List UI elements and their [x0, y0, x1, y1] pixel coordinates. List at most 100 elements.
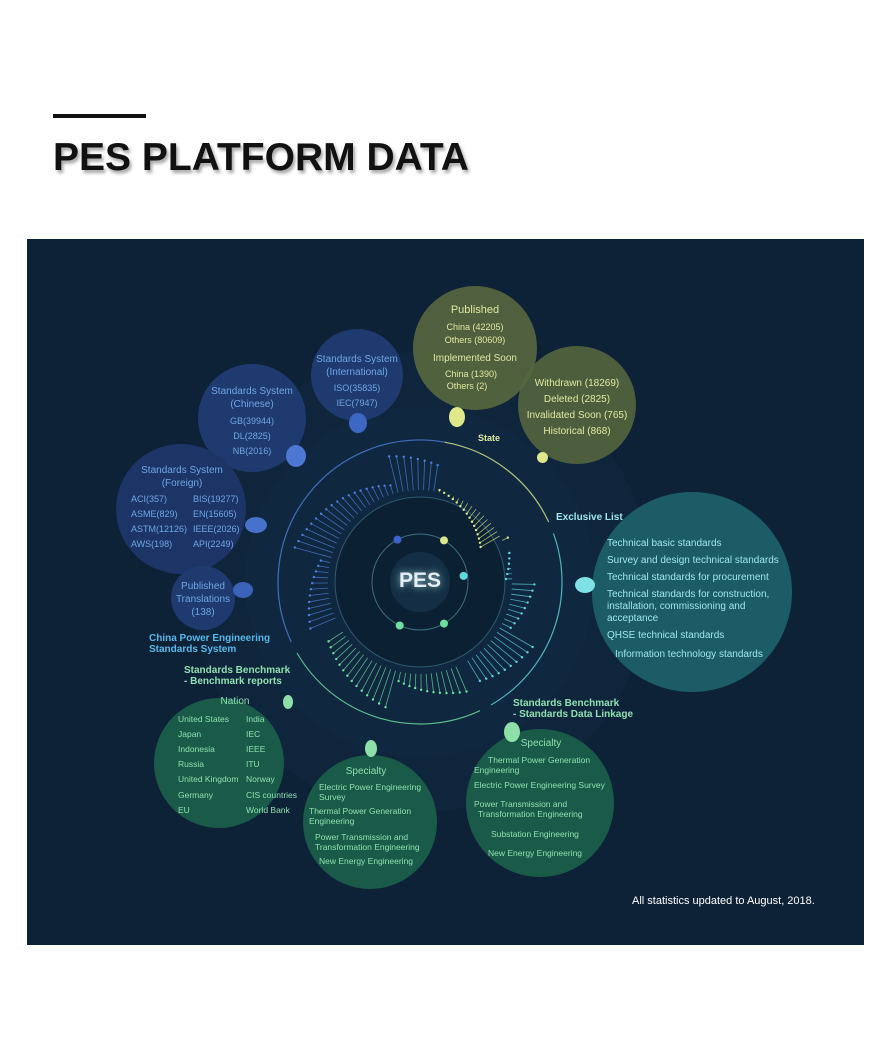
tick-line [378, 486, 384, 498]
tick-line [330, 636, 346, 648]
list-item: Thermal Power Generation [309, 806, 412, 816]
tick-line [378, 669, 392, 704]
list-item: Norway [246, 774, 275, 784]
nation-bubble [154, 698, 284, 828]
tick-line [366, 488, 375, 503]
tick-dot [293, 546, 297, 549]
tick-line [361, 662, 377, 691]
tick-line [356, 660, 373, 687]
page-title: PES PLATFORM DATA [53, 136, 469, 179]
intl-item: ISO(35835) [333, 383, 381, 393]
tick-line [409, 673, 412, 687]
tick-dot [472, 524, 476, 528]
tick-dot [308, 594, 312, 597]
tick-dot [438, 691, 442, 695]
nation-title: Nation [220, 696, 250, 707]
tick-dot [416, 457, 420, 461]
tick-line [384, 485, 389, 496]
tick-line [469, 508, 477, 518]
list-item: BIS(19277) [193, 494, 239, 504]
connector-dot [245, 517, 267, 533]
tick-dot [506, 536, 510, 539]
exclusive-bubble [592, 492, 792, 692]
tick-line [471, 512, 481, 523]
tick-line [311, 523, 340, 539]
tick-dot [455, 501, 458, 504]
list-item: Thermal Power Generation [488, 755, 591, 765]
tick-dot [359, 489, 362, 492]
tick-dot [307, 607, 311, 610]
state-item: Deleted (2825) [543, 394, 611, 405]
tick-line [487, 644, 511, 667]
title-rule [53, 114, 146, 118]
list-item: installation, commissioning and [607, 601, 746, 612]
tick-dot [432, 690, 435, 694]
tick-dot [397, 679, 400, 683]
tick-dot [419, 688, 423, 691]
list-item: Japan [178, 729, 202, 739]
tick-line [504, 618, 515, 624]
tick-dot [371, 486, 374, 489]
tick-dot [533, 583, 536, 586]
tick-dot [478, 541, 482, 544]
connector-dot [286, 445, 306, 467]
tick-line [475, 654, 493, 677]
linkage-label: - Standards Data Linkage [513, 709, 634, 720]
tick-line [310, 587, 329, 590]
tick-line [360, 490, 371, 506]
published-bubble [413, 286, 537, 410]
sector-arc [490, 533, 563, 706]
list-item: ITU [246, 759, 260, 769]
tick-line [450, 668, 461, 693]
tick-line [308, 602, 331, 609]
specialty-title: Specialty [345, 766, 387, 777]
implemented-title: Implemented Soon [433, 353, 517, 364]
tick-line [320, 560, 331, 563]
tick-dot [531, 589, 534, 592]
tick-line [477, 523, 492, 535]
exclusive-label: Exclusive List [556, 512, 623, 523]
tick-line [473, 515, 485, 527]
state-item: China (1390) [444, 369, 498, 379]
specialty-bubble-2 [466, 729, 614, 877]
tick-dot [520, 612, 523, 615]
translations-text: Published [181, 581, 225, 592]
tick-dot [504, 577, 508, 581]
center-label: PES [398, 569, 442, 592]
orbit-dot [440, 536, 448, 545]
list-item: IEEE(2026) [193, 524, 240, 534]
tick-dot [365, 487, 368, 491]
state-item: Withdrawn (18269) [534, 378, 620, 389]
tick-line [326, 508, 348, 526]
tick-line [331, 504, 351, 522]
tick-dot [462, 508, 465, 512]
list-item: ASTM(12126) [131, 524, 188, 534]
translations-bubble [171, 566, 235, 630]
tick-dot [503, 668, 506, 671]
orbit-dot [459, 571, 468, 580]
tick-line [493, 636, 523, 658]
connector-dot [349, 413, 367, 433]
tick-dot [507, 567, 510, 571]
tick-dot [377, 702, 381, 705]
list-item: Technical standards for procurement [607, 572, 769, 583]
tick-line [467, 660, 481, 682]
tick-line [490, 640, 517, 663]
list-item: Technical basic standards [607, 538, 722, 549]
published-title: Published [450, 304, 500, 316]
state-item: Historical (868) [543, 426, 611, 437]
tick-line [318, 565, 330, 569]
tick-line [509, 603, 525, 609]
tick-dot [526, 601, 529, 604]
tick-line [385, 670, 396, 708]
tick-line [372, 487, 380, 500]
tick-dot [353, 491, 356, 494]
list-item: QHSE technical standards [607, 630, 725, 641]
tick-dot [395, 455, 398, 458]
international-bubble [311, 329, 403, 421]
tick-line [403, 672, 407, 684]
tick-line [403, 456, 409, 491]
tick-dot [468, 516, 471, 519]
intl-title: Standards System [316, 354, 398, 365]
tick-line [417, 459, 419, 491]
